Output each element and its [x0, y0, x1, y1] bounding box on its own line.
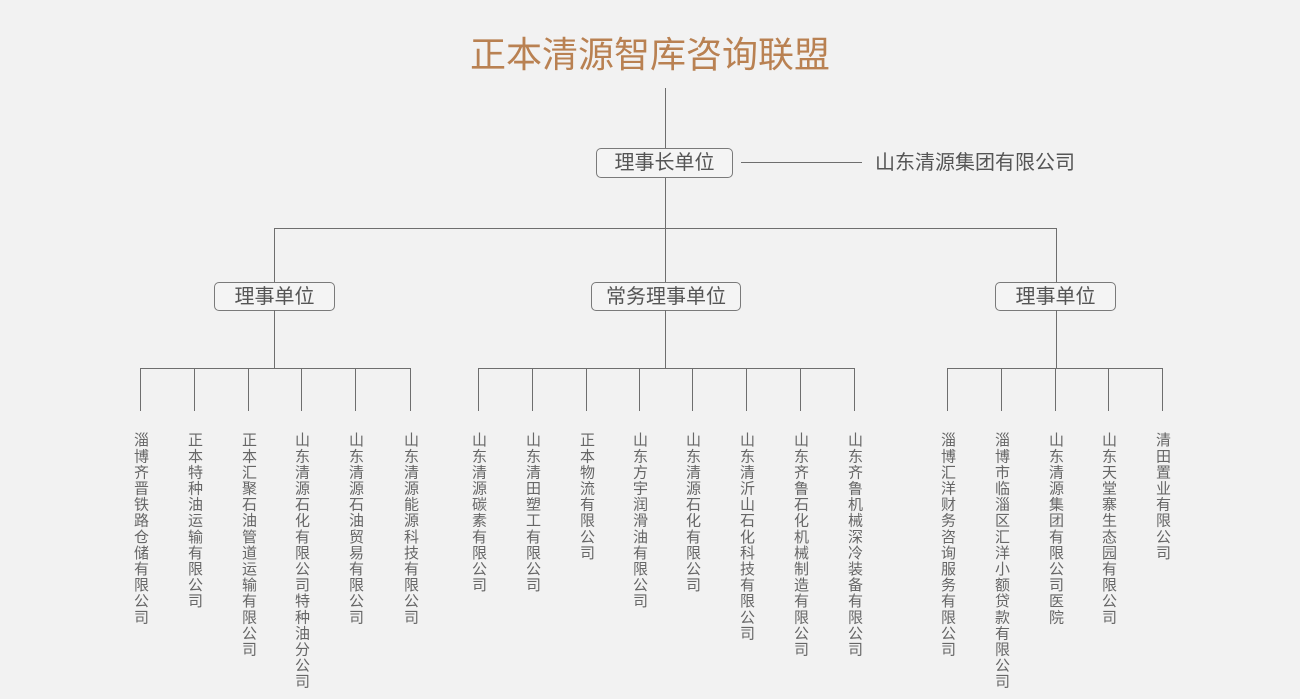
connector-line	[1001, 368, 1002, 411]
member-company-label: 淄博市临淄区汇洋小额贷款有限公司	[993, 432, 1011, 690]
connector-line	[746, 368, 747, 411]
member-company-label: 清田置业有限公司	[1154, 432, 1172, 561]
member-company-label: 正本特种油运输有限公司	[186, 432, 204, 610]
connector-line	[947, 368, 948, 411]
member-company-label: 山东清源能源科技有限公司	[402, 432, 420, 626]
chairman-company-label: 山东清源集团有限公司	[875, 150, 1075, 174]
connector-line	[140, 368, 410, 369]
council-unit-box-left: 理事单位	[214, 282, 335, 311]
connector-line	[692, 368, 693, 411]
member-company-label: 山东清源石化有限公司	[684, 432, 702, 593]
member-company-label: 山东齐鲁机械深冷装备有限公司	[846, 432, 864, 658]
connector-line	[532, 368, 533, 411]
member-company-label: 正本物流有限公司	[578, 432, 596, 561]
connector-line	[800, 368, 801, 411]
member-company-label: 山东齐鲁石化机械制造有限公司	[792, 432, 810, 658]
connector-line	[274, 228, 275, 282]
member-company-label: 山东天堂寨生态园有限公司	[1100, 432, 1118, 626]
connector-line	[1162, 368, 1163, 411]
connector-line	[410, 368, 411, 411]
member-company-label: 正本汇聚石油管道运输有限公司	[240, 432, 258, 658]
connector-line	[665, 310, 666, 368]
connector-line	[741, 162, 862, 163]
connector-line	[194, 368, 195, 411]
standing-council-unit-box: 常务理事单位	[591, 282, 741, 311]
council-unit-box-right: 理事单位	[995, 282, 1116, 311]
member-company-label: 山东清源碳素有限公司	[470, 432, 488, 593]
member-company-label: 山东清沂山石化科技有限公司	[738, 432, 756, 642]
connector-line	[140, 368, 141, 411]
chart-title: 正本清源智库咨询联盟	[469, 35, 830, 76]
member-company-label: 山东清田塑工有限公司	[524, 432, 542, 593]
connector-line	[478, 368, 854, 369]
connector-line	[274, 228, 1056, 229]
connector-line	[1055, 368, 1056, 411]
connector-line	[1056, 228, 1057, 282]
connector-line	[665, 88, 666, 148]
connector-line	[248, 368, 249, 411]
member-company-label: 山东方宇润滑油有限公司	[631, 432, 649, 610]
connector-line	[947, 368, 1162, 369]
connector-line	[1056, 310, 1057, 368]
connector-line	[586, 368, 587, 411]
connector-line	[355, 368, 356, 411]
connector-line	[274, 310, 275, 368]
connector-line	[665, 178, 666, 282]
connector-line	[854, 368, 855, 411]
chairman-unit-box: 理事长单位	[596, 148, 733, 178]
connector-line	[301, 368, 302, 411]
member-company-label: 淄博汇洋财务咨询服务有限公司	[939, 432, 957, 658]
member-company-label: 山东清源石油贸易有限公司	[347, 432, 365, 626]
connector-line	[1108, 368, 1109, 411]
member-company-label: 淄博齐晋铁路仓储有限公司	[132, 432, 150, 626]
connector-line	[639, 368, 640, 411]
connector-line	[478, 368, 479, 411]
member-company-label: 山东清源集团有限公司医院	[1047, 432, 1065, 626]
member-company-label: 山东清源石化有限公司特种油分公司	[293, 432, 311, 690]
